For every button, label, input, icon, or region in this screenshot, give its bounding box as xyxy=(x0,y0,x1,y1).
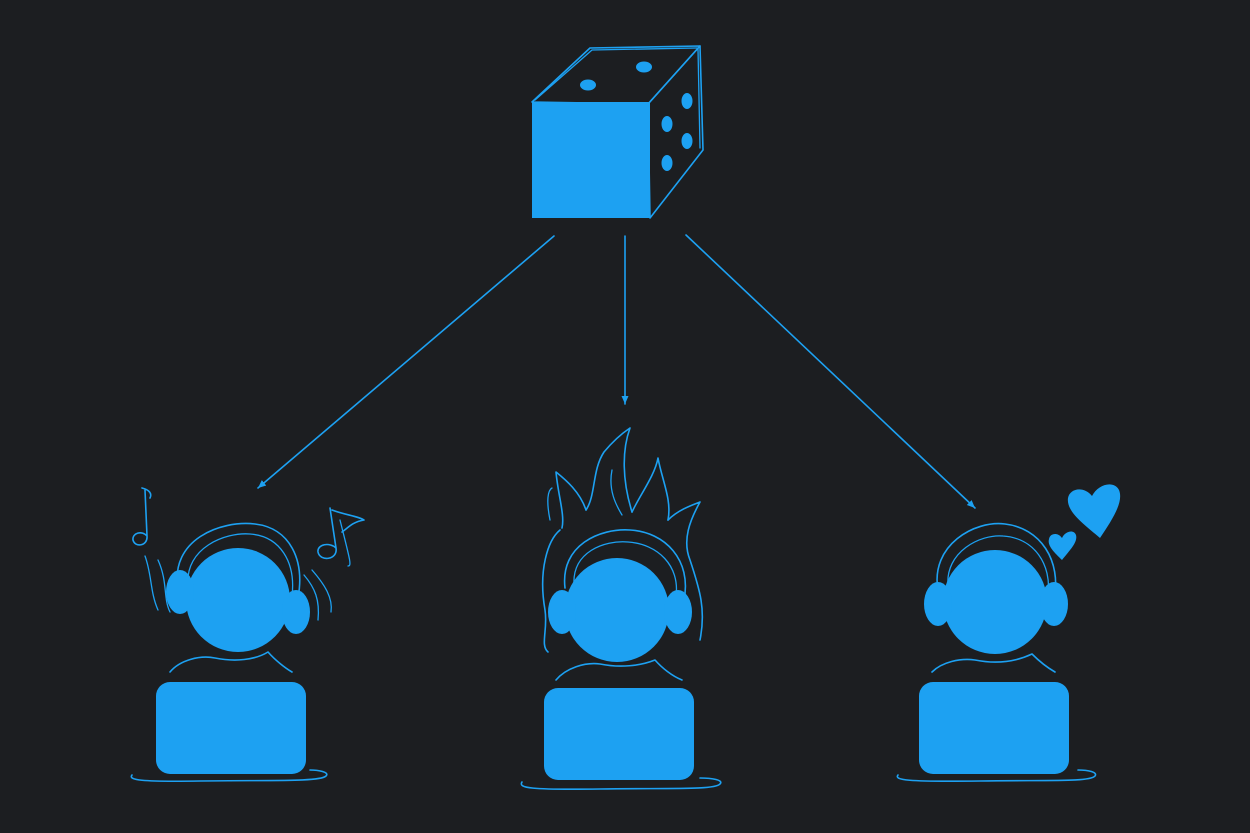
arrow-to-left-person xyxy=(257,235,555,489)
music-note-icon xyxy=(132,487,365,567)
dice-icon xyxy=(531,45,704,219)
person-with-headphones-fire-icon xyxy=(520,427,722,791)
person-with-headphones-hearts-icon xyxy=(896,484,1121,783)
arrow-to-right-person xyxy=(685,234,976,509)
person-with-headphones-music-icon xyxy=(130,487,365,783)
fire-icon xyxy=(541,427,704,653)
heart-icon xyxy=(1048,484,1121,560)
